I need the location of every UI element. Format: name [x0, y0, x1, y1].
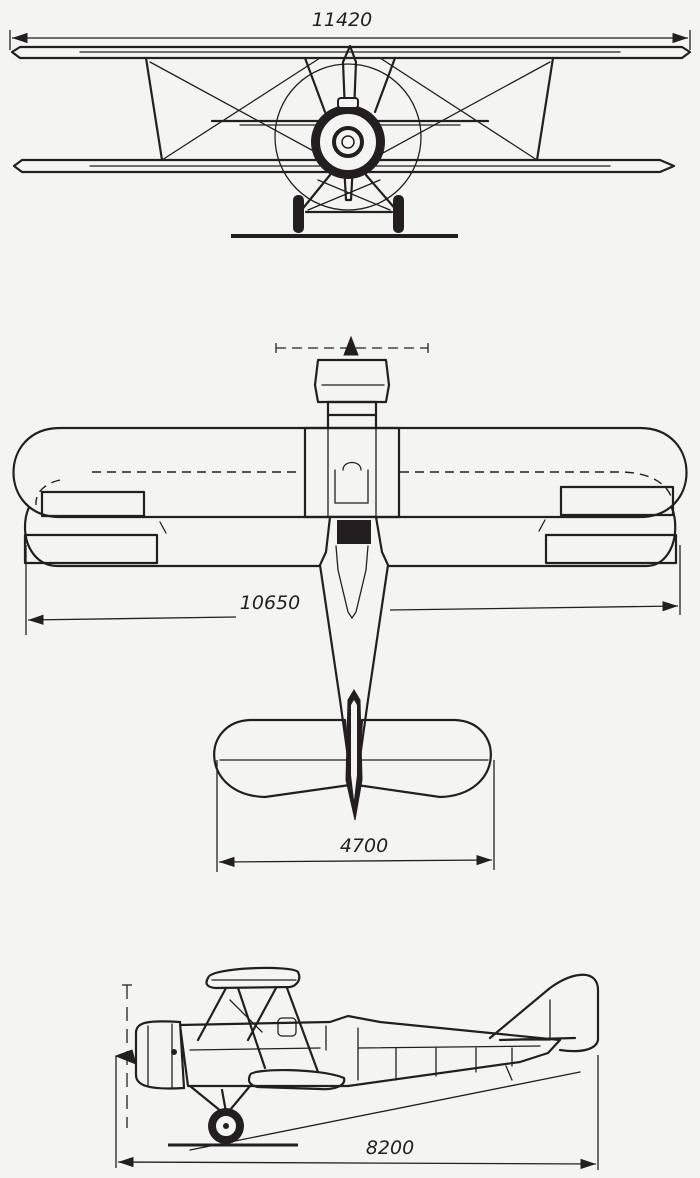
tail-fin-side: [488, 973, 600, 1053]
lower-wing-front: [12, 158, 676, 174]
upper-wing-front: [10, 45, 692, 60]
upper-wing-plan: [12, 426, 688, 519]
dimension-label-length: 8200: [366, 1137, 414, 1159]
propeller-disc: [274, 63, 422, 211]
upper-wing-side: [205, 966, 301, 990]
fuselage-side: [178, 1014, 562, 1088]
dimension-tailplane-span: 4700: [216, 760, 495, 872]
lower-wing-side: [247, 1068, 346, 1091]
front-view: 11420: [9, 9, 692, 238]
dimension-label-lower-span: 10650: [240, 592, 300, 614]
plan-view: 10650 4700: [12, 335, 688, 872]
dimension-label-upper-span: 11420: [312, 9, 372, 31]
wheel-left-front: [293, 195, 304, 233]
engine-cowling-top: [313, 358, 391, 404]
dimension-lower-span: 10650: [25, 545, 681, 635]
side-view: 8200: [114, 966, 600, 1170]
dimension-upper-span: 11420: [9, 9, 691, 50]
cockpit-plan: [337, 520, 371, 544]
dimension-label-tailplane-span: 4700: [340, 835, 388, 857]
tailplane-plan: [213, 718, 352, 799]
wheel-right-front: [393, 195, 404, 233]
engine-cowling-side: [134, 1020, 186, 1090]
dimension-length: 8200: [115, 1055, 599, 1170]
